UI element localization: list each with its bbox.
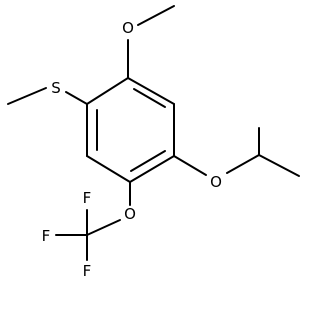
trifluoromethoxy-group: O F F F [42,181,136,280]
ring-bond-c1-c2 [127,77,175,105]
atom-s-methylthio: S [51,79,61,97]
atom-f-left: F [42,227,51,245]
benzene-ring [86,77,175,183]
ring-bond-c3-c4 [129,155,175,183]
atom-o-methoxy: O [122,19,134,37]
bond-s-methyl [7,87,47,105]
bond-c3-o-isopropoxy [173,155,207,176]
molecule-diagram: O S O O F F F [7,5,300,280]
methoxy-group: O [122,5,175,79]
atom-f-top: F [83,189,92,207]
bond-o-ch [226,154,260,174]
bond-o-methyl [137,5,175,26]
atom-o-trifluoromethoxy: O [124,205,136,223]
bond-c6-s [65,91,88,105]
bond-o-cf3 [86,219,121,236]
isopropoxy-group: O [173,127,300,191]
ring-bond-c6-c1 [86,77,129,105]
ring-bond-c4-c5 [86,155,131,183]
ring-double-bond-c3-c4 [130,150,166,172]
structure-drawing: O S O O F F F [7,5,300,280]
methylthio-group: S [7,79,88,105]
bond-ch-methyl-right [258,154,300,177]
atom-f-bottom: F [83,262,92,280]
atom-o-isopropoxy: O [210,173,222,191]
ring-double-bond-c1-c2 [133,88,166,108]
